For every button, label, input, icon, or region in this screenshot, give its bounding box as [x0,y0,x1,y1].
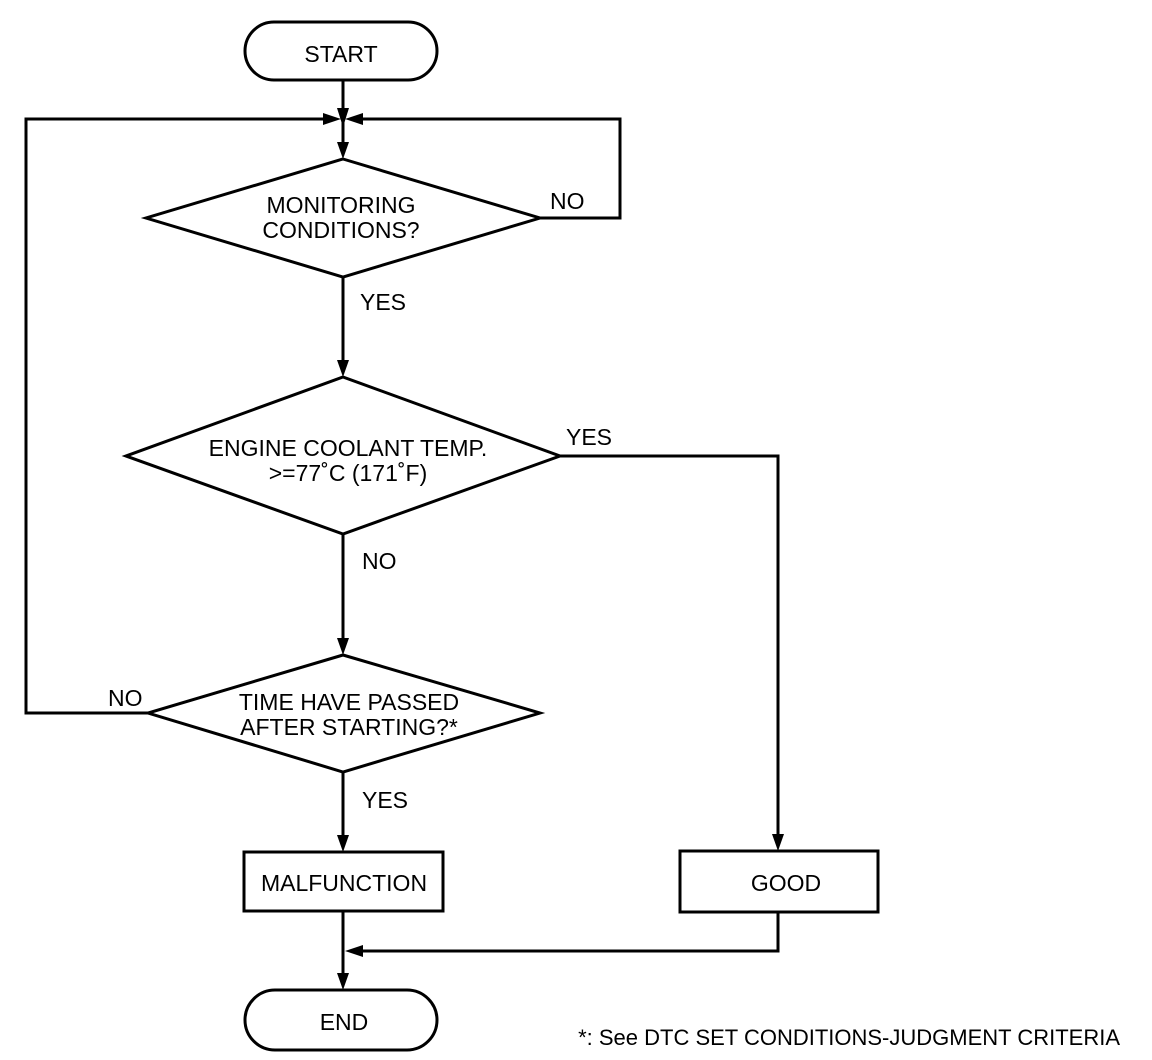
end-label: END [320,1009,369,1035]
coolant-no-label: NO [362,548,397,574]
time-no-label: NO [108,685,143,711]
arrowhead-down-malfunction [337,835,349,852]
monitoring-yes-label: YES [360,289,406,315]
time-passed-decision [142,653,546,774]
connector-time-no-loop [24,117,330,715]
arrowhead-down-loop-merge [337,108,349,127]
footnote-text: *: See DTC SET CONDITIONS-JUDGMENT CRITE… [578,1025,1120,1050]
arrowhead-left-merge-end [345,945,363,957]
monitoring-conditions-decision [140,157,546,279]
coolant-yes-label: YES [566,424,612,450]
good-box [678,849,880,914]
coolant-label-line1: ENGINE COOLANT TEMP. [209,435,488,461]
arrowhead-left-monitoring-no [345,113,363,125]
arrowhead-down-good [772,834,784,851]
arrowhead-right-time-no [323,113,341,125]
start-terminal [243,20,439,82]
start-label: START [304,41,377,67]
monitoring-no-label: NO [550,188,585,214]
coolant-temp-decision [121,375,565,536]
connector-coolant-yes-to-good [560,454,780,842]
arrowhead-down-time [337,638,349,655]
arrowhead-down-coolant [337,360,349,377]
arrowhead-down-end [337,973,349,990]
time-label-line1: TIME HAVE PASSED [239,689,459,715]
time-yes-label: YES [362,787,408,813]
connector-good-to-end [356,912,780,953]
arrowhead-down-monitoring [337,142,349,159]
good-label: GOOD [751,870,821,896]
monitoring-label-line2: CONDITIONS? [262,217,419,243]
connector-monitoring-no-loop [356,117,622,220]
end-terminal [243,988,439,1052]
coolant-label-line2: >=77˚C (171˚F) [269,460,428,486]
time-label-line2: AFTER STARTING?* [240,714,458,740]
malfunction-label: MALFUNCTION [261,870,427,896]
malfunction-box [242,850,445,913]
monitoring-label-line1: MONITORING [266,192,415,218]
